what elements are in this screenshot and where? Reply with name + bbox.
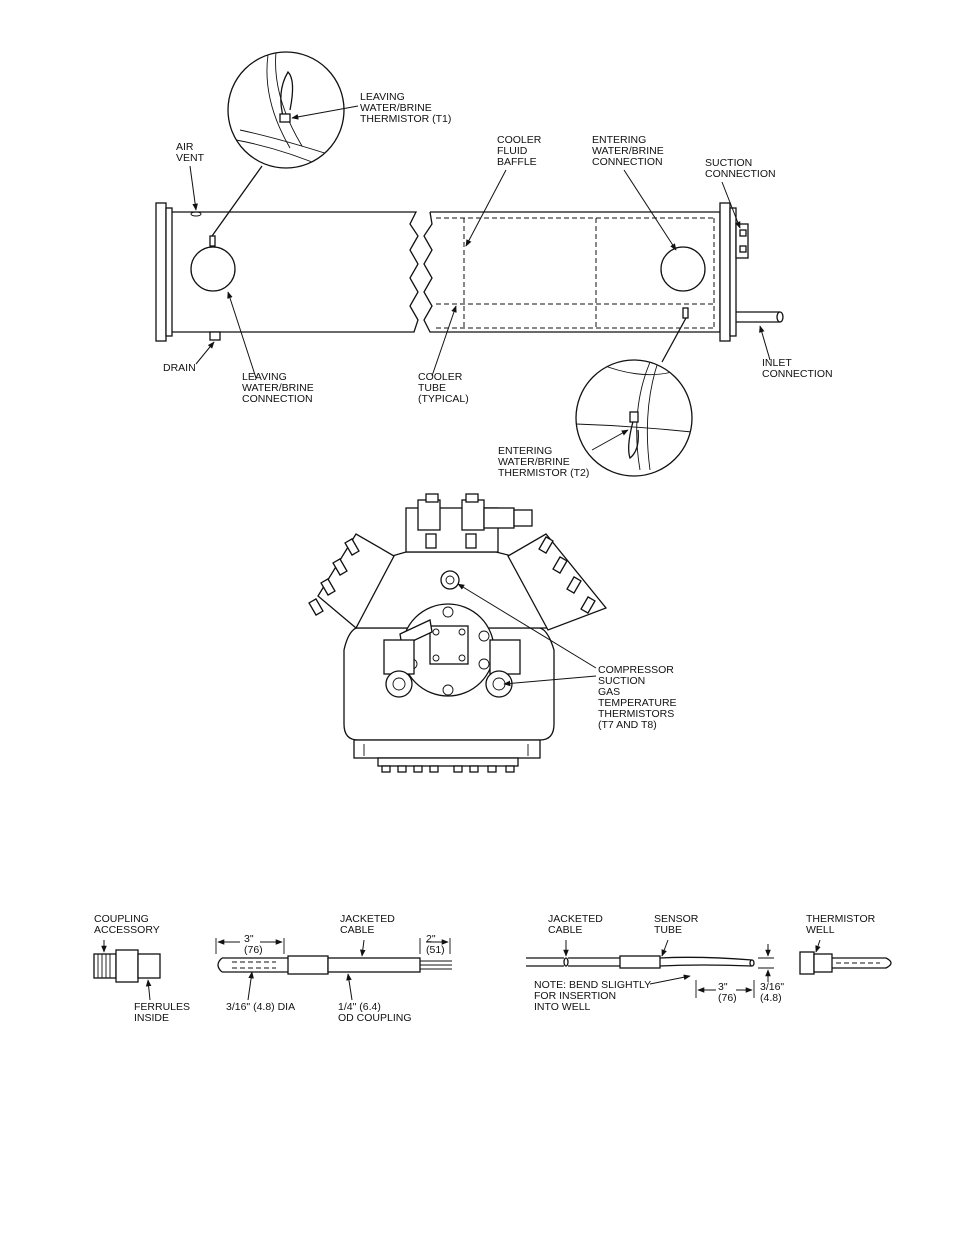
label-line: THERMISTOR (T1) — [360, 113, 451, 125]
label-line: TUBE — [418, 382, 446, 394]
sensor-with-coupling-drawing — [215, 938, 452, 975]
label-line: TEMPERATURE — [598, 697, 677, 709]
label-line: THERMISTOR — [806, 913, 876, 925]
label-dim-316: 3/16"(4.8) — [760, 981, 784, 1004]
label-line: COMPRESSOR — [598, 664, 674, 676]
label-line: ENTERING — [498, 445, 552, 457]
coupling-accessory-drawing — [93, 949, 161, 983]
label-od-coupling: 1/4" (6.4)OD COUPLING — [338, 1001, 412, 1024]
cooler-drawing — [155, 165, 784, 363]
compressor-drawing — [308, 493, 608, 773]
label-line: CABLE — [548, 924, 582, 936]
label-line: AIR — [176, 141, 194, 153]
label-line: 2" — [426, 933, 436, 945]
label-line: CONNECTION — [592, 156, 663, 168]
t1-detail-circle — [227, 51, 345, 169]
label-line: 3/16" — [760, 981, 784, 993]
label-line: WATER/BRINE — [498, 456, 570, 468]
label-line: NOTE: BEND SLIGHTLY — [534, 979, 651, 991]
label-line: SENSOR — [654, 913, 699, 925]
label-line: WATER/BRINE — [360, 102, 432, 114]
label-dim-3in-b: 3"(76) — [718, 981, 737, 1004]
label-line: 1/4" (6.4) — [338, 1001, 381, 1013]
label-line: VENT — [176, 152, 205, 164]
detail-leaders — [101, 939, 821, 1001]
label-line: INSIDE — [134, 1012, 169, 1024]
label-line: INTO WELL — [534, 1001, 591, 1013]
label-line: COUPLING — [94, 913, 149, 925]
label-line: SUCTION — [705, 157, 752, 169]
label-line: CONNECTION — [705, 168, 776, 180]
compressor-leader-top — [457, 583, 597, 669]
label-line: CONNECTION — [762, 368, 833, 380]
label-line: FLUID — [497, 145, 528, 157]
label-line: FOR INSERTION — [534, 990, 616, 1002]
label-line: CABLE — [340, 924, 374, 936]
label-line: GAS — [598, 686, 620, 698]
label-line: BAFFLE — [497, 156, 537, 168]
t2-detail-circle — [575, 359, 693, 477]
label-line: (4.8) — [760, 992, 782, 1004]
label-line: (TYPICAL) — [418, 393, 469, 405]
label-line: THERMISTORS — [598, 708, 674, 720]
label-line: TUBE — [654, 924, 682, 936]
label-line: (T7 AND T8) — [598, 719, 657, 731]
thermistor-well-drawing — [799, 951, 892, 975]
label-line: CONNECTION — [242, 393, 313, 405]
compressor-leader-side — [503, 675, 597, 687]
label-line: (76) — [244, 944, 263, 956]
label-dim-2in: 2"(51) — [426, 933, 445, 956]
label-line: WELL — [806, 924, 835, 936]
label-line: ENTERING — [592, 134, 646, 146]
label-line: COOLER — [497, 134, 542, 146]
label-line: WATER/BRINE — [242, 382, 314, 394]
label-line: JACKETED — [548, 913, 603, 925]
label-line: COOLER — [418, 371, 463, 383]
label-line: SUCTION — [598, 675, 645, 687]
label-line: (76) — [718, 992, 737, 1004]
sensor-tube-drawing — [526, 944, 774, 998]
cooler-leaders — [189, 105, 771, 451]
label-dim-3in: 3"(76) — [244, 933, 263, 956]
label-line: (51) — [426, 944, 445, 956]
label-line: JACKETED — [340, 913, 395, 925]
label-drain: DRAIN — [163, 362, 196, 374]
label-line: LEAVING — [360, 91, 405, 103]
label-line: 3" — [718, 981, 728, 993]
label-line: ACCESSORY — [94, 924, 160, 936]
label-line: THERMISTOR (T2) — [498, 467, 589, 479]
label-dia: 3/16" (4.8) DIA — [226, 1001, 295, 1013]
label-line: WATER/BRINE — [592, 145, 664, 157]
label-line: DRAIN — [163, 362, 196, 374]
label-line: FERRULES — [134, 1001, 190, 1013]
label-line: LEAVING — [242, 371, 287, 383]
label-line: OD COUPLING — [338, 1012, 412, 1024]
label-line: 3" — [244, 933, 254, 945]
